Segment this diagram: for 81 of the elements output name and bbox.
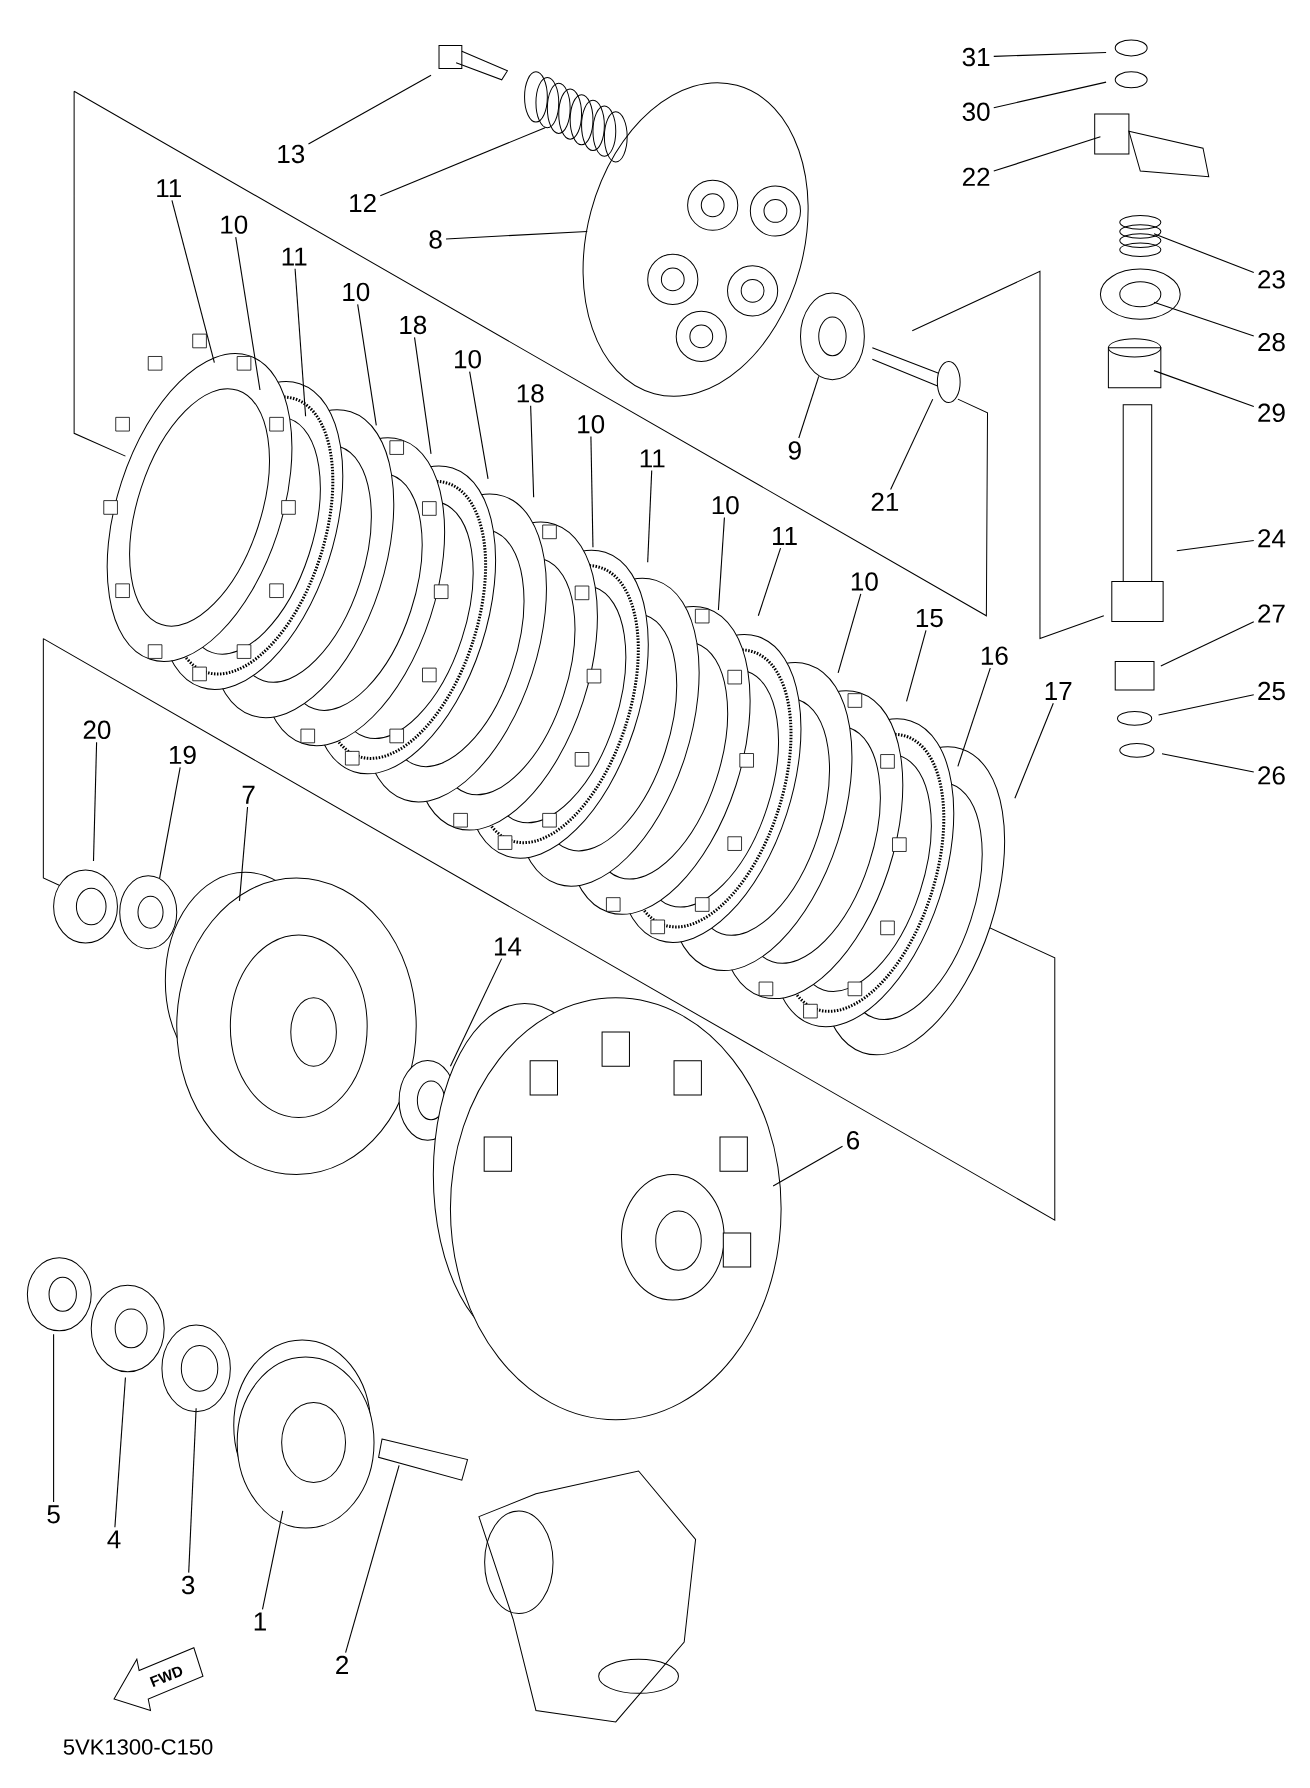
callout-number: 12 (350, 193, 376, 213)
leader-line (159, 766, 181, 879)
leader-line (469, 371, 489, 480)
callout-number: 11 (640, 449, 665, 468)
leader-line (905, 629, 927, 702)
callout-number: 2 (336, 1655, 348, 1674)
callout-number: 22 (962, 167, 990, 186)
leader-line (379, 127, 546, 197)
callout-number: 25 (1258, 681, 1285, 701)
callout-number: 10 (712, 495, 739, 515)
callout-number: 28 (1258, 332, 1285, 352)
leader-line (772, 1145, 843, 1187)
callout-number: 14 (494, 937, 522, 956)
callout-number: 18 (517, 384, 544, 403)
callout-number: 21 (871, 492, 898, 511)
callout-number: 10 (578, 415, 605, 434)
callout-number: 17 (1045, 682, 1072, 700)
part-code: 5VK1300-C150 (63, 1739, 213, 1755)
leader-line (357, 303, 377, 426)
leader-line (889, 398, 934, 491)
callout-number: 3 (181, 1575, 195, 1595)
callout-number: 30 (962, 102, 990, 121)
callout-number: 4 (107, 1530, 121, 1549)
leader-line (344, 1464, 400, 1654)
leader-line (261, 1510, 284, 1610)
leader-line (837, 593, 862, 674)
leader-line (92, 741, 98, 862)
callout-number: 7 (242, 785, 255, 804)
leader-line (171, 199, 215, 364)
callout-number: 10 (851, 572, 878, 591)
callout-number: 20 (83, 720, 111, 739)
callout-number: 15 (916, 609, 943, 628)
leader-line (717, 517, 725, 611)
leader-line (590, 436, 594, 548)
callout-number: 11 (157, 179, 181, 198)
callout-number: 26 (1258, 766, 1285, 785)
leader-line (993, 136, 1101, 172)
callout-number: 16 (981, 646, 1008, 665)
callout-number: 11 (282, 247, 307, 266)
leader-line (188, 1407, 197, 1574)
leader-line (993, 51, 1107, 57)
leader-line (1153, 233, 1255, 274)
leader-line (114, 1376, 126, 1528)
leader-line (1160, 621, 1255, 667)
callout-number: 19 (169, 745, 196, 765)
callout-number: 29 (1258, 403, 1285, 422)
callout-number: 1 (254, 1612, 266, 1631)
leader-line (798, 375, 820, 439)
callout-number: 11 (772, 527, 797, 545)
callout-number: 27 (1258, 604, 1285, 623)
callout-number: 6 (846, 1131, 859, 1150)
callout-number: 24 (1258, 529, 1286, 548)
callout-number: 31 (962, 47, 990, 67)
callout-number: 23 (1258, 270, 1285, 289)
leader-line (957, 667, 991, 767)
leader-line (238, 806, 248, 902)
leader-line (294, 268, 307, 417)
callout-number: 10 (343, 282, 370, 302)
callout-number: 13 (278, 144, 304, 164)
leader-line (235, 236, 261, 391)
callout-number: 18 (400, 315, 427, 335)
callout-number: 10 (221, 215, 248, 234)
callout-number: 8 (429, 230, 442, 249)
callout-number: 5 (47, 1505, 60, 1524)
leader-line (647, 470, 653, 563)
leader-line (1161, 753, 1255, 773)
leader-line (445, 230, 588, 240)
callout-number: 10 (454, 350, 481, 369)
leader-line (757, 547, 781, 617)
leader-line (449, 958, 503, 1067)
callout-number: 9 (788, 441, 801, 460)
leader-line (1153, 370, 1255, 407)
leader-line (1157, 694, 1255, 716)
leader-line (1176, 540, 1255, 552)
leader-line (530, 405, 535, 498)
leader-line (307, 74, 432, 145)
leader-line (52, 1333, 55, 1503)
leader-line (993, 81, 1107, 109)
leader-line (1153, 301, 1255, 337)
leader-line (1014, 702, 1054, 799)
leader-line (413, 336, 432, 455)
